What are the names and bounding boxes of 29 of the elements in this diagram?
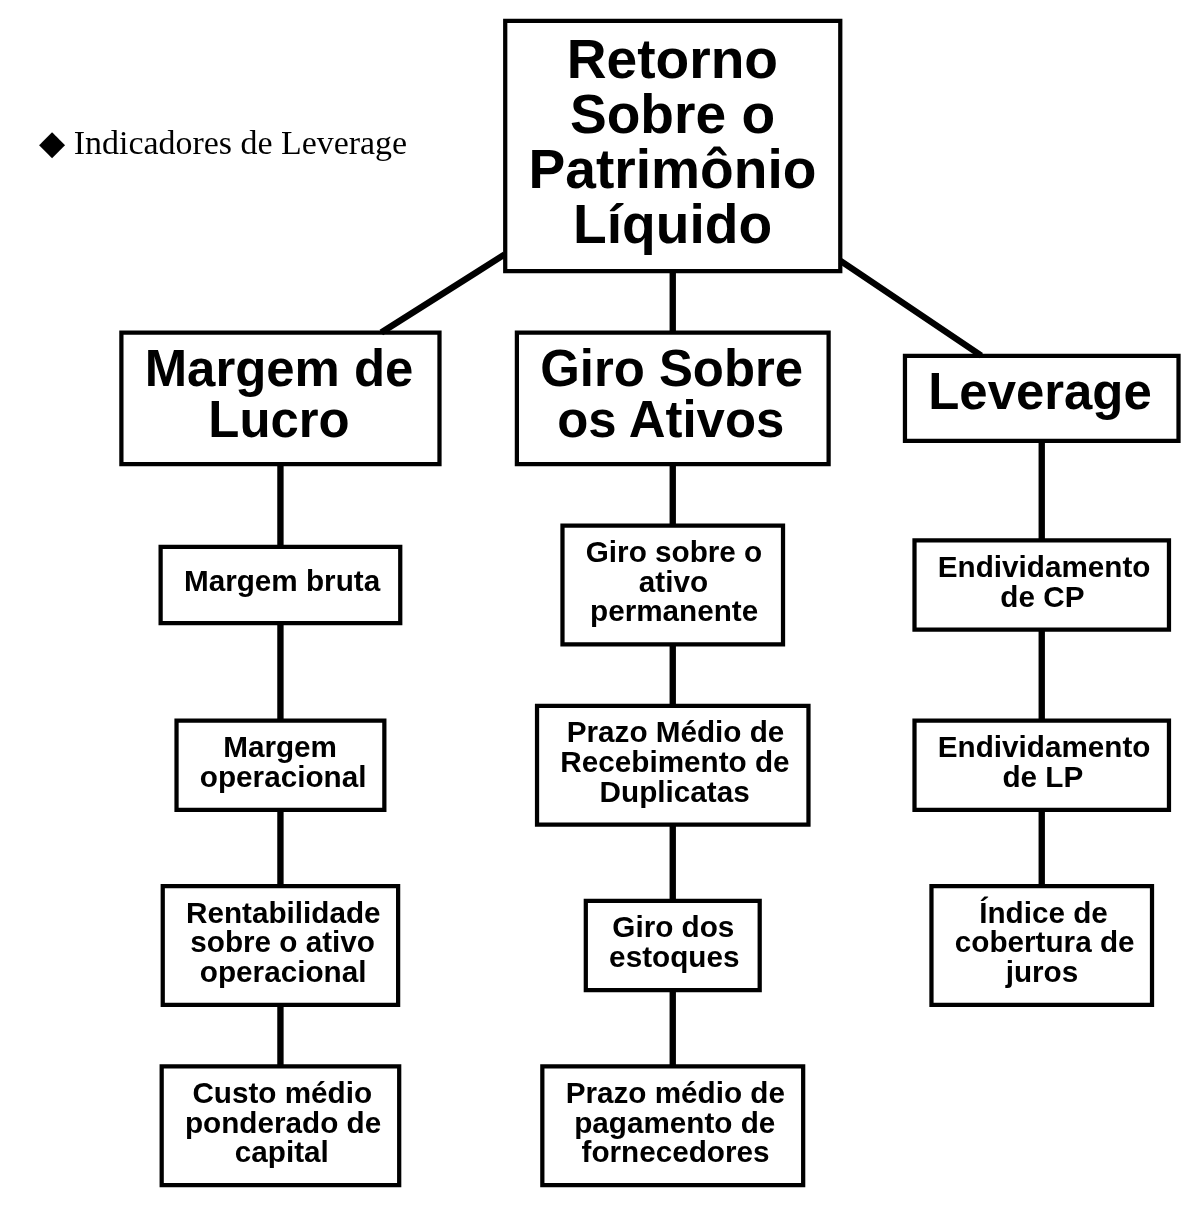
node-box: Margem operacional	[173, 718, 386, 812]
connector	[669, 824, 676, 901]
connector	[669, 989, 676, 1066]
node-box: Endividamento de CP	[911, 537, 1171, 632]
connector	[276, 809, 284, 886]
connector	[276, 463, 284, 546]
node-box: Índice de cobertura de juros	[928, 883, 1154, 1007]
connector	[669, 270, 676, 333]
label: ◆ Indicadores de Leverage	[38, 123, 407, 161]
node-box: Giro Sobre os Ativos	[514, 330, 831, 466]
connector	[1038, 809, 1045, 886]
connector	[379, 251, 506, 335]
node-box: Giro dos estoques	[583, 898, 762, 992]
connector	[1038, 629, 1045, 720]
node-box: Margem de Lucro	[118, 330, 442, 466]
connector	[669, 644, 676, 705]
connector	[669, 463, 676, 525]
connector	[1038, 440, 1045, 540]
node-box: Retorno Sobre o Patrimônio Líquido	[502, 18, 842, 273]
connector	[276, 1004, 284, 1066]
connector	[276, 623, 284, 720]
node-box: Leverage	[902, 353, 1181, 443]
node-box: Custo médio ponderado de capital	[159, 1063, 401, 1187]
node-box: Margem bruta	[158, 544, 402, 625]
node-box: Rentabilidade sobre o ativo operacional	[160, 883, 400, 1007]
node-box: Endividamento de LP	[911, 718, 1171, 812]
node-box: Giro sobre o ativo permanente	[559, 523, 785, 646]
node-box: Prazo Médio de Recebimento de Duplicatas	[534, 703, 811, 827]
node-box: Prazo médio de pagamento de fornecedores	[539, 1063, 805, 1187]
